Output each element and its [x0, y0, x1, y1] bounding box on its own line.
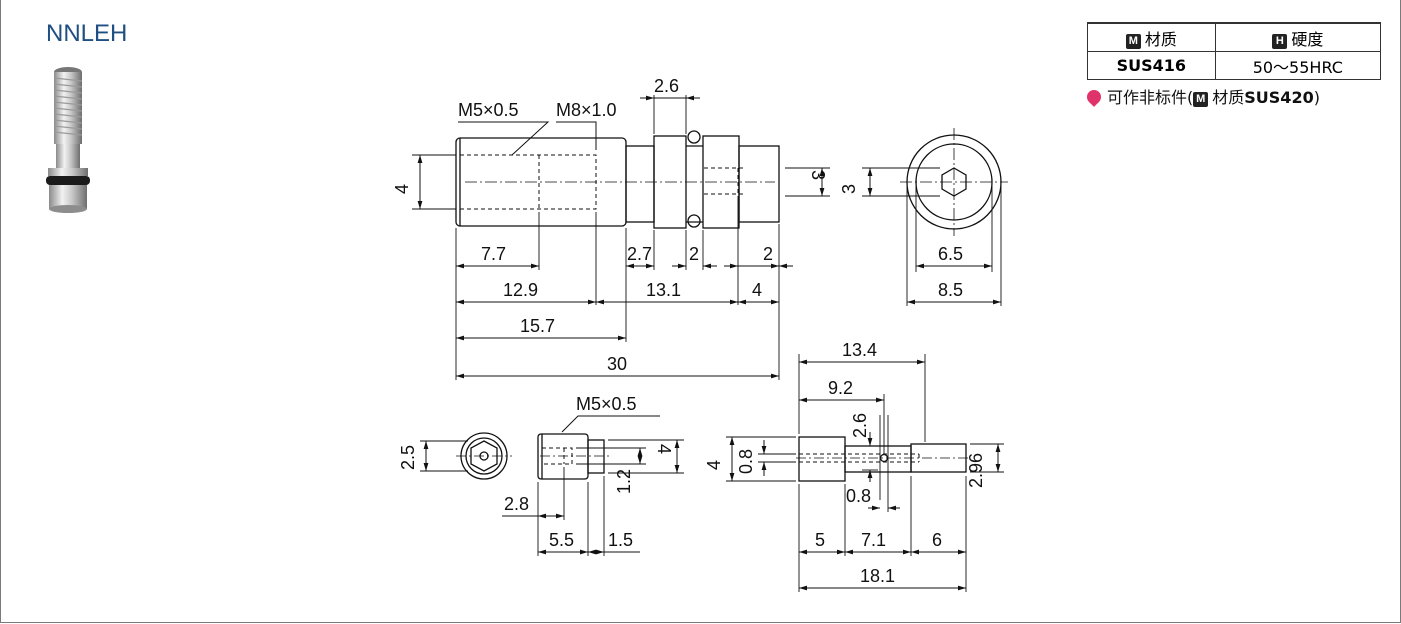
dim-2-a: 2 [689, 244, 699, 264]
dim-pin-18-1: 18.1 [860, 566, 895, 586]
neck-section [625, 145, 655, 223]
dim-end-8-5: 8.5 [938, 280, 963, 300]
dim-4-left: 4 [392, 184, 412, 194]
screw-end-view [456, 432, 512, 480]
dim-30: 30 [607, 354, 627, 374]
hardness-badge-icon: H [1272, 33, 1288, 49]
dim-pin-13-4: 13.4 [842, 340, 877, 360]
dim-3-right: 3 [808, 170, 828, 180]
material-value: SUS416 [1087, 51, 1216, 80]
dim-pin-5: 5 [815, 530, 825, 550]
dim-13-1: 13.1 [646, 280, 681, 300]
hardness-value: 50～55HRC [1214, 51, 1382, 80]
dim-4-bottom: 4 [752, 280, 762, 300]
dim-2-6-top: 2.6 [654, 76, 679, 96]
dim-thread-m5: M5×0.5 [458, 100, 519, 120]
dim-2-b: 2 [763, 244, 773, 264]
material-badge-icon: M [1193, 92, 1209, 107]
dim-small-m5: M5×0.5 [576, 394, 637, 414]
dim-small-2-8: 2.8 [504, 494, 529, 514]
dim-small-4: 4 [654, 444, 674, 454]
dim-pin-4: 4 [704, 460, 724, 470]
dim-12-9: 12.9 [503, 280, 538, 300]
screw-side-view [537, 433, 610, 480]
dim-small-1-5: 1.5 [608, 530, 633, 550]
dim-7-7: 7.7 [481, 244, 506, 264]
dim-pin-7-1: 7.1 [861, 530, 886, 550]
dim-small-1-2: 1.2 [614, 469, 634, 494]
dim-end-6-5: 6.5 [938, 244, 963, 264]
main-side-view [455, 130, 780, 229]
dim-2-7: 2.7 [627, 244, 652, 264]
pin-side-view [796, 436, 970, 482]
dim-pin-2-96: 2.96 [966, 453, 986, 488]
o-ring-bottom [687, 214, 701, 228]
product-photo [46, 67, 90, 213]
location-pin-icon [1084, 87, 1104, 107]
dim-pin-6: 6 [932, 530, 942, 550]
o-ring-top [687, 130, 701, 144]
dim-small-2-5: 2.5 [398, 445, 418, 470]
product-code: NNLEH [46, 20, 128, 47]
tip-section [738, 145, 780, 223]
dim-15-7: 15.7 [520, 316, 555, 336]
end-view [900, 128, 1008, 236]
dim-thread-m8: M8×1.0 [556, 100, 617, 120]
dim-pin-0-8-h: 0.8 [846, 486, 871, 506]
dim-pin-0-8-v: 0.8 [736, 449, 756, 474]
dim-small-5-5: 5.5 [549, 530, 574, 550]
dim-end-3: 3 [839, 184, 859, 194]
dim-pin-2-6: 2.6 [850, 413, 870, 438]
dim-pin-9-2: 9.2 [828, 378, 853, 398]
material-badge-icon: M [1125, 33, 1141, 49]
